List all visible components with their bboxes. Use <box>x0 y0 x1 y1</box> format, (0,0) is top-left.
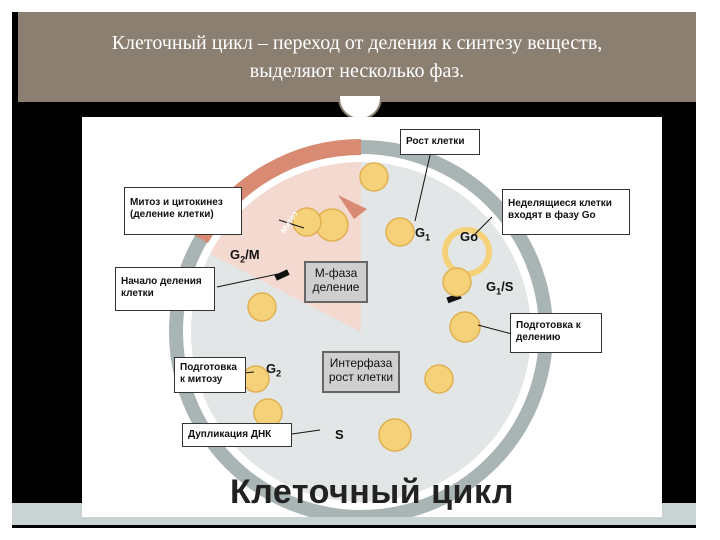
label-prep-division-line1: Подготовка к <box>516 320 581 331</box>
cell-g1 <box>385 217 415 247</box>
leader-mitosis <box>278 219 305 229</box>
title-line-1: Клеточный цикл – переход от деления к си… <box>111 32 603 54</box>
phase-mark-g2: G2 <box>266 361 282 379</box>
label-prep-mitosis-line2: к митозу <box>180 374 223 385</box>
label-prep-division-line2: делению <box>516 332 561 343</box>
s-phase-arrow <box>372 510 382 517</box>
m-phase-subtitle: деление <box>312 280 360 294</box>
ring-cells <box>242 162 481 452</box>
label-mitosis-line2: (деление клетки) <box>130 209 214 220</box>
phase-mark-g1: G1 <box>415 225 431 243</box>
cell-mitosis <box>292 207 322 237</box>
leader-dna-dup <box>291 429 321 435</box>
label-prep-mitosis: Подготовка к митозу <box>174 357 246 393</box>
interphase-title: Интерфаза <box>329 356 393 370</box>
leader-division-start <box>216 273 279 288</box>
label-nondividing-line1: Неделящиеся клетки <box>508 198 612 209</box>
label-dna-dup: Дупликация ДНК <box>182 423 292 447</box>
slide-title: Клеточный цикл – переход от деления к си… <box>18 12 696 102</box>
label-mitosis: Митоз и цитокинез (деление клетки) <box>124 187 242 235</box>
leader-nondividing <box>471 216 493 238</box>
cell-bottom-right <box>424 364 454 394</box>
cell-left-upper <box>247 292 277 322</box>
phase-mark-s: S <box>335 427 344 442</box>
figure-caption: Клеточный цикл <box>230 473 514 511</box>
cell-g1s <box>442 267 472 297</box>
phase-mark-g1s: G1/S <box>486 279 514 297</box>
cell-top-1 <box>359 162 389 192</box>
label-cell-growth-text: Рост клетки <box>406 136 465 147</box>
label-prep-mitosis-line1: Подготовка <box>180 362 237 373</box>
m-phase-box: М-фаза деление <box>304 261 368 303</box>
cell-right <box>449 311 481 343</box>
cell-cycle-diagram <box>169 139 553 517</box>
phase-mark-go: Go <box>460 229 479 244</box>
label-division-start-line2: клетки <box>121 288 154 299</box>
label-nondividing: Неделящиеся клетки входят в фазу Go <box>502 189 630 235</box>
label-nondividing-line2: входят в фазу Go <box>508 210 596 221</box>
interphase-subtitle: рост клетки <box>328 370 394 384</box>
label-prep-division: Подготовка к делению <box>510 313 602 353</box>
label-mitosis-line1: Митоз и цитокинез <box>130 197 223 208</box>
cell-cycle-figure: G1 Go G1/S G2/M G2 S Митоз М-фаза делени… <box>82 117 662 517</box>
leader-prep-division <box>477 324 513 335</box>
label-dna-dup-text: Дупликация ДНК <box>188 429 272 440</box>
mitosis-arrowhead <box>338 195 367 219</box>
title-line-2: выделяют несколько фаз. <box>249 60 465 82</box>
m-phase-title: М-фаза <box>314 266 358 280</box>
phase-mark-g2m: G2/M <box>230 247 260 265</box>
g2m-marker <box>274 269 290 281</box>
label-cell-growth: Рост клетки <box>400 129 480 155</box>
label-division-start-line1: Начало деления <box>121 276 202 287</box>
label-division-start: Начало деления клетки <box>115 267 215 311</box>
interphase-box: Интерфаза рост клетки <box>322 351 400 393</box>
cell-bottom <box>378 418 412 452</box>
leader-cell-growth <box>414 150 432 222</box>
